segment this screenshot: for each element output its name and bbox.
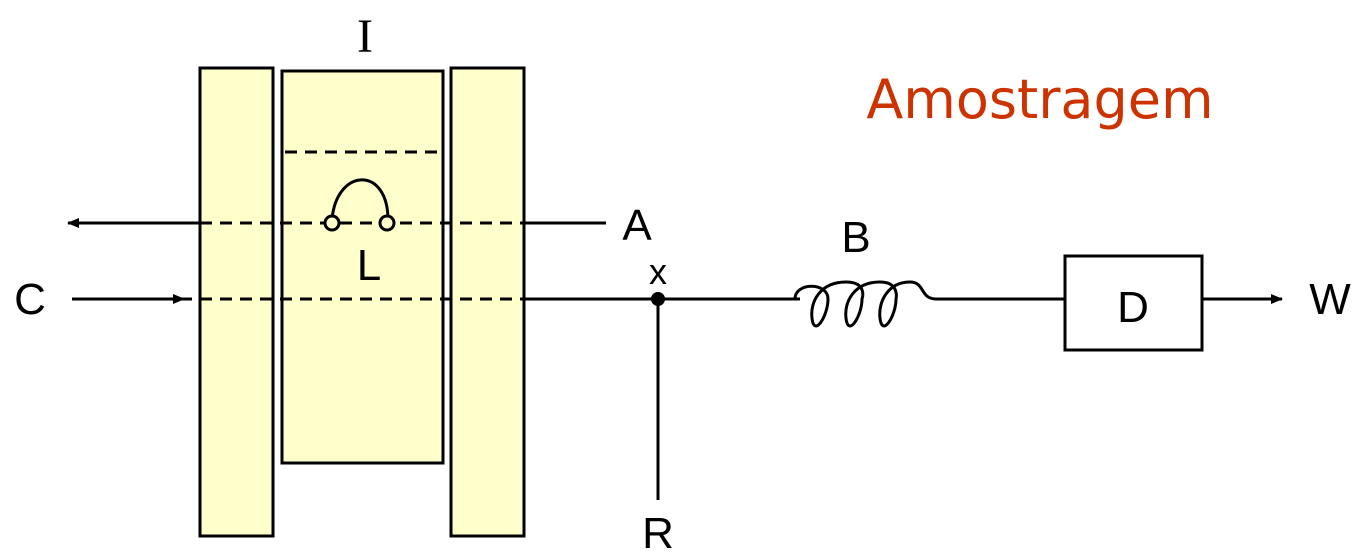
detector-label: D bbox=[1117, 283, 1149, 332]
reactor-coil-windings bbox=[793, 280, 937, 328]
confluence-label: x bbox=[649, 251, 667, 292]
sample-label: A bbox=[622, 201, 652, 250]
injector-left-stator bbox=[198, 66, 275, 538]
injector-label: I bbox=[357, 10, 373, 63]
loop-port-right bbox=[378, 214, 396, 232]
sampling-loop bbox=[330, 178, 390, 221]
detector-box bbox=[1063, 254, 1204, 352]
reagent-label: R bbox=[642, 509, 674, 554]
loop-port-left bbox=[323, 214, 341, 232]
carrier-label: C bbox=[14, 275, 46, 324]
waste-label: W bbox=[1309, 275, 1351, 324]
diagram-title: Amostragem bbox=[866, 68, 1213, 131]
injector-valve bbox=[198, 66, 526, 538]
loop-label: L bbox=[357, 241, 381, 290]
injector-right-stator bbox=[449, 66, 526, 538]
injector-rotor bbox=[280, 69, 445, 465]
reactor-coil bbox=[793, 280, 937, 328]
reactor-label: B bbox=[841, 213, 870, 262]
